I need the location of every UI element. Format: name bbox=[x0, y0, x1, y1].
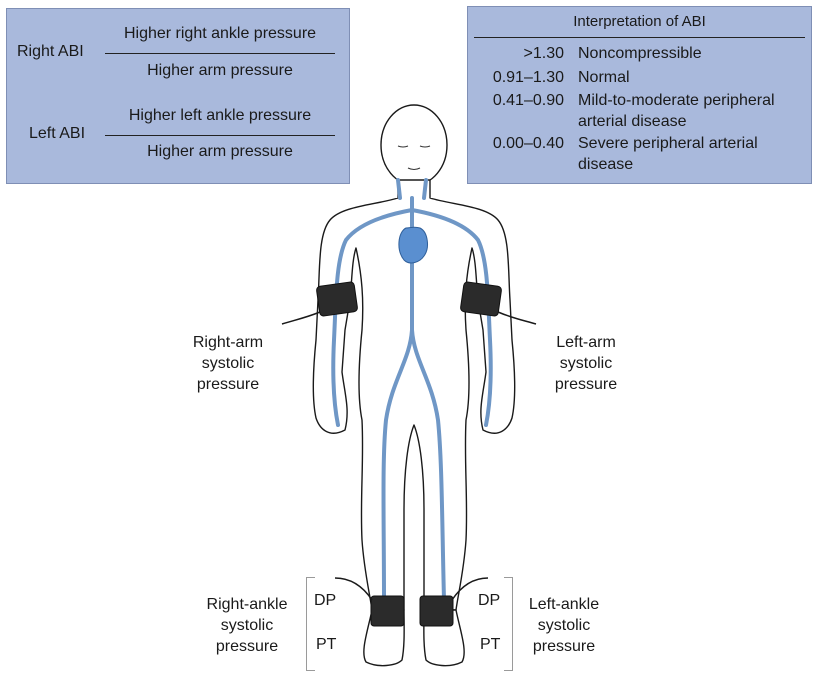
right-dp-label: DP bbox=[314, 592, 336, 610]
left-ankle-bracket bbox=[504, 577, 513, 671]
left-pt-label: PT bbox=[480, 636, 500, 654]
left-dp-label: DP bbox=[478, 592, 500, 610]
body-outline bbox=[313, 105, 514, 666]
right-pt-label: PT bbox=[316, 636, 336, 654]
heart-icon bbox=[399, 227, 428, 263]
